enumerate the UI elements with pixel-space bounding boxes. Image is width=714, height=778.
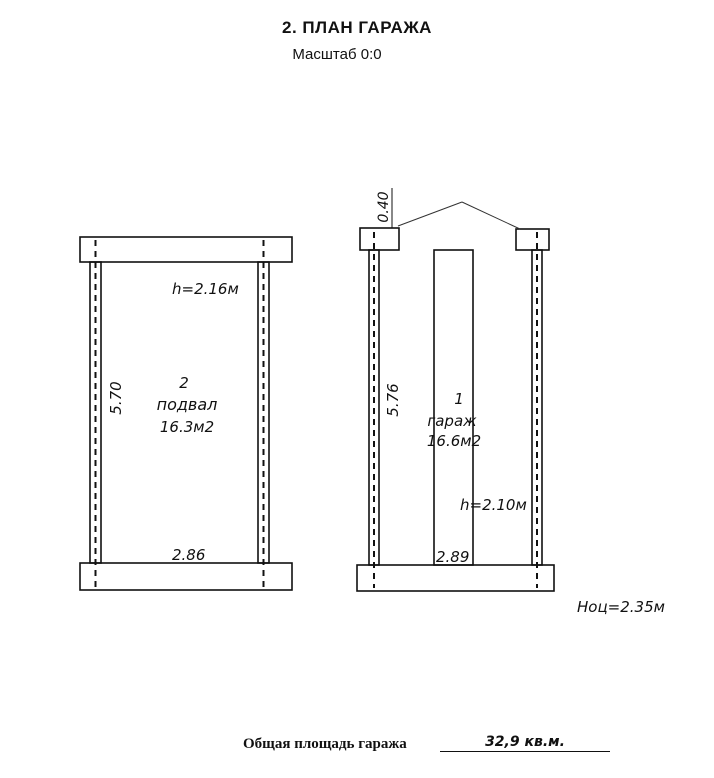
inspection-pit [433, 249, 474, 566]
basement-room-name: подвал [157, 395, 218, 414]
total-area-label: Общая площадь гаража [243, 736, 407, 752]
basement-length-dimension: 5.70 [107, 381, 125, 414]
garage-left-wall [368, 249, 380, 566]
garage-right-cap [515, 228, 550, 251]
plan-title: 2. ПЛАН ГАРАЖА [282, 18, 432, 37]
total-area-value: 32,9 кв.м. [440, 734, 610, 752]
basement-height-note: h=2.16м [172, 280, 239, 298]
garage-right-wall [531, 249, 543, 566]
garage-width-dimension: 2.89 [436, 548, 469, 566]
garage-left-cap [359, 227, 400, 251]
roof-line-left [397, 201, 463, 227]
scale-label: Масштаб 0:0 [292, 46, 382, 63]
basement-room-number: 2 [179, 374, 189, 392]
garage-room-area: 16.6м2 [427, 432, 481, 450]
basement-bottom-slab [79, 562, 293, 591]
garage-height-note: h=2.10м [460, 496, 527, 514]
garage-wall-height-dimension: 0.40 [376, 191, 392, 222]
garage-floor-slab [356, 564, 555, 592]
garage-room-number: 1 [454, 390, 464, 408]
garage-room-name: гараж [427, 412, 477, 430]
garage-length-dimension: 5.76 [384, 383, 402, 416]
basement-room-area: 16.3м2 [160, 418, 214, 436]
garage-outer-height-note: Hоц=2.35м [577, 598, 665, 616]
roof-line-right [461, 201, 521, 230]
basement-width-dimension: 2.86 [172, 546, 205, 564]
basement-top-slab [79, 236, 293, 263]
